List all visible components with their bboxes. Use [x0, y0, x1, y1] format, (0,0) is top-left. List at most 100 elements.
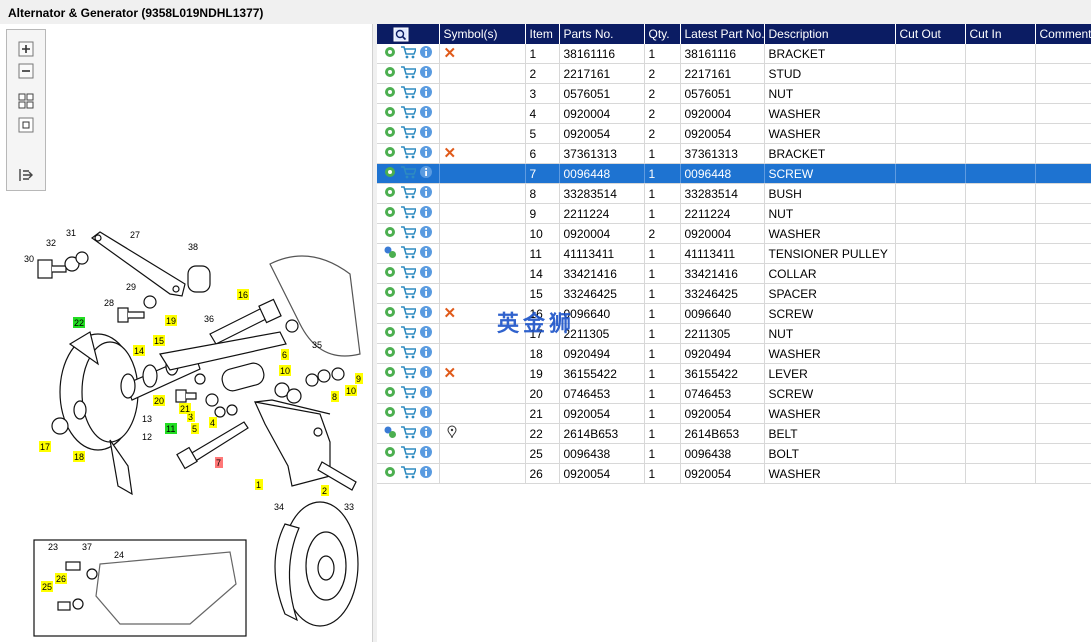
cart-icon[interactable] [400, 425, 418, 442]
info-icon[interactable] [419, 425, 433, 442]
info-icon[interactable] [419, 285, 433, 302]
cart-icon[interactable] [400, 65, 418, 82]
cart-icon[interactable] [400, 145, 418, 162]
cart-icon[interactable] [400, 85, 418, 102]
callout-13[interactable]: 13 [142, 414, 152, 424]
column-header-parts-no[interactable]: Parts No. [559, 24, 645, 44]
info-icon[interactable] [419, 225, 433, 242]
gear-icon[interactable] [383, 185, 397, 202]
column-header-latest-part-no[interactable]: Latest Part No. [680, 24, 765, 44]
callout-6[interactable]: 6 [281, 349, 289, 360]
fit-all-button[interactable] [16, 92, 36, 110]
column-header-comment[interactable]: Comment [1035, 24, 1091, 44]
gear-icon[interactable] [383, 205, 397, 222]
column-header-item[interactable]: Item [525, 24, 560, 44]
gear-icon[interactable] [383, 365, 397, 382]
callout-12[interactable]: 12 [142, 432, 152, 442]
info-icon[interactable] [419, 445, 433, 462]
info-icon[interactable] [419, 465, 433, 482]
cart-icon[interactable] [400, 305, 418, 322]
cart-icon[interactable] [400, 285, 418, 302]
info-icon[interactable] [419, 205, 433, 222]
gear-icon[interactable] [383, 305, 397, 322]
cart-icon[interactable] [400, 205, 418, 222]
gear-icon[interactable] [383, 345, 397, 362]
info-icon[interactable] [419, 145, 433, 162]
cart-icon[interactable] [400, 265, 418, 282]
callout-7[interactable]: 7 [215, 457, 223, 468]
assembly-gears-icon[interactable] [383, 245, 397, 262]
gear-icon[interactable] [383, 145, 397, 162]
callout-28[interactable]: 28 [104, 298, 114, 308]
gear-icon[interactable] [383, 65, 397, 82]
callout-14[interactable]: 14 [133, 345, 145, 356]
assembly-gears-icon[interactable] [383, 425, 397, 442]
cart-icon[interactable] [400, 325, 418, 342]
gear-icon[interactable] [383, 405, 397, 422]
info-icon[interactable] [419, 105, 433, 122]
gear-icon[interactable] [383, 385, 397, 402]
callout-1[interactable]: 1 [255, 479, 263, 490]
column-header-description[interactable]: Description [764, 24, 896, 44]
info-icon[interactable] [419, 305, 433, 322]
zoom-out-button[interactable] [16, 62, 36, 80]
callout-35[interactable]: 35 [312, 340, 322, 350]
callout-4[interactable]: 4 [209, 417, 217, 428]
cart-icon[interactable] [400, 125, 418, 142]
callout-25[interactable]: 25 [41, 581, 53, 592]
callout-9[interactable]: 9 [355, 373, 363, 384]
callout-20[interactable]: 20 [153, 395, 165, 406]
cart-icon[interactable] [400, 245, 418, 262]
info-icon[interactable] [419, 125, 433, 142]
export-button[interactable] [16, 166, 36, 184]
cart-icon[interactable] [400, 345, 418, 362]
info-icon[interactable] [419, 165, 433, 182]
gear-icon[interactable] [383, 45, 397, 62]
info-icon[interactable] [419, 85, 433, 102]
gear-icon[interactable] [383, 105, 397, 122]
callout-33[interactable]: 33 [344, 502, 354, 512]
callout-3[interactable]: 3 [187, 411, 195, 422]
callout-11[interactable]: 11 [165, 423, 177, 434]
callout-5[interactable]: 5 [191, 423, 199, 434]
zoom-in-button[interactable] [16, 40, 36, 58]
cart-icon[interactable] [400, 165, 418, 182]
info-icon[interactable] [419, 385, 433, 402]
column-header-cut-out[interactable]: Cut Out [895, 24, 966, 44]
callout-34[interactable]: 34 [274, 502, 284, 512]
column-header-cut-in[interactable]: Cut In [965, 24, 1036, 44]
callout-29[interactable]: 29 [126, 282, 136, 292]
callout-38[interactable]: 38 [188, 242, 198, 252]
gear-icon[interactable] [383, 125, 397, 142]
actual-size-button[interactable] [16, 116, 36, 134]
info-icon[interactable] [419, 265, 433, 282]
callout-10[interactable]: 10 [279, 365, 291, 376]
column-header-qty[interactable]: Qty. [644, 24, 681, 44]
callout-2[interactable]: 2 [321, 485, 329, 496]
cart-icon[interactable] [400, 465, 418, 482]
gear-icon[interactable] [383, 325, 397, 342]
callout-23[interactable]: 23 [48, 542, 58, 552]
callout-30[interactable]: 30 [24, 254, 34, 264]
gear-icon[interactable] [383, 165, 397, 182]
callout-22[interactable]: 22 [73, 317, 85, 328]
callout-18[interactable]: 18 [73, 451, 85, 462]
gear-icon[interactable] [383, 225, 397, 242]
info-icon[interactable] [419, 345, 433, 362]
callout-17[interactable]: 17 [39, 441, 51, 452]
gear-icon[interactable] [383, 285, 397, 302]
